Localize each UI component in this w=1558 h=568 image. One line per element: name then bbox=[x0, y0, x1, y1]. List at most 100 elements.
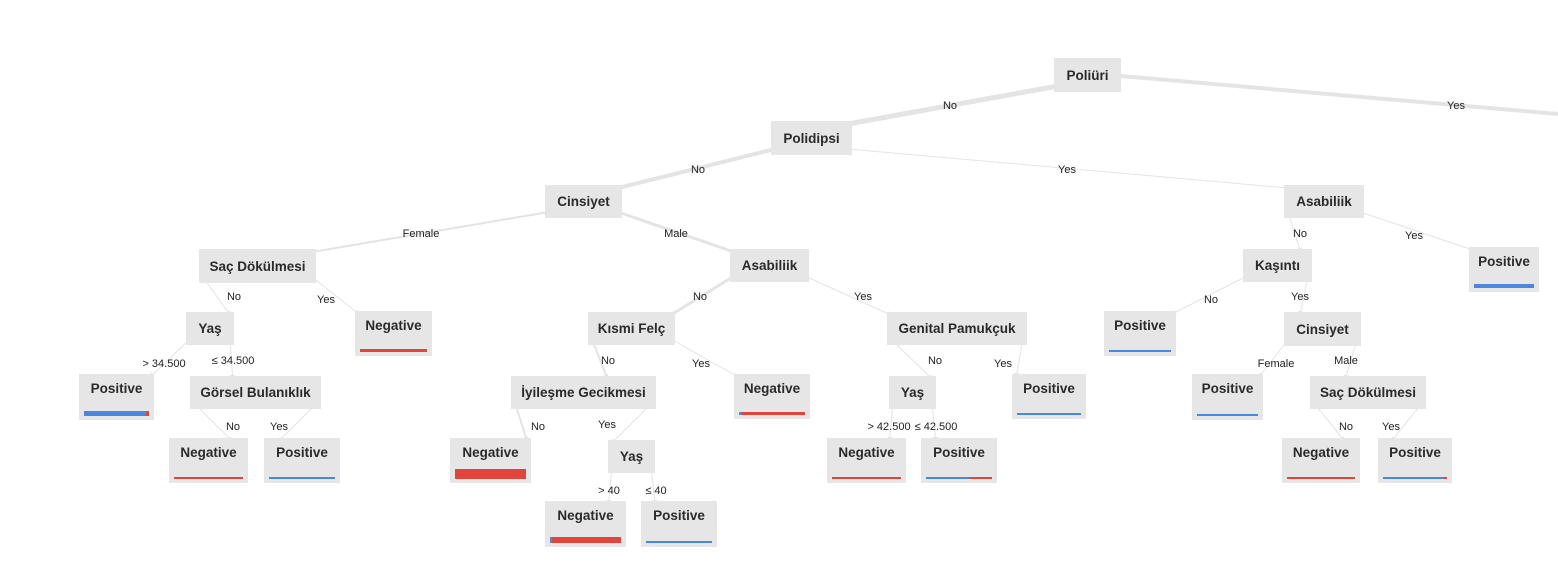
edge-label-e14: Yes bbox=[317, 294, 335, 306]
edge-label-e17: > 34.500 bbox=[142, 358, 186, 370]
class-distribution-bar bbox=[1109, 350, 1171, 352]
node-label: Asabiliik bbox=[1296, 194, 1352, 209]
bar-positive-share bbox=[926, 477, 969, 479]
split-node-n19[interactable]: Yaş bbox=[889, 376, 936, 409]
edge-label-e2: Yes bbox=[1447, 100, 1465, 112]
split-node-n26[interactable]: Yaş bbox=[608, 440, 655, 473]
node-label: Görsel Bulanıklık bbox=[200, 385, 311, 400]
edge-e28 bbox=[931, 402, 938, 442]
bar-negative-share bbox=[1443, 477, 1447, 479]
split-node-n7[interactable]: Asabiliik bbox=[730, 249, 809, 282]
edge-e17 bbox=[149, 338, 191, 378]
leaf-node-n23[interactable]: Negative bbox=[169, 438, 248, 483]
edge-e14 bbox=[311, 276, 360, 315]
node-label: Negative bbox=[180, 445, 237, 460]
edge-label-e19: No bbox=[927, 355, 943, 367]
leaf-node-n31[interactable]: Negative bbox=[545, 501, 626, 547]
leaf-node-n27[interactable]: Negative bbox=[827, 438, 906, 483]
bar-negative-share bbox=[1287, 477, 1355, 479]
edge-label-e28: ≤ 42.500 bbox=[914, 421, 958, 433]
edge-e26 bbox=[611, 402, 653, 444]
class-distribution-bar bbox=[926, 477, 992, 479]
bar-positive-share bbox=[1383, 477, 1444, 479]
edge-e27 bbox=[887, 402, 894, 442]
bar-positive-share bbox=[269, 477, 335, 479]
split-node-n6[interactable]: Saç Dökülmesi bbox=[199, 249, 316, 283]
leaf-node-n5[interactable]: Positive bbox=[1469, 247, 1539, 292]
bar-positive-share bbox=[1474, 284, 1534, 288]
edge-e4 bbox=[847, 148, 1289, 191]
edge-label-e16: Yes bbox=[692, 358, 710, 370]
node-label: Yaş bbox=[900, 385, 925, 400]
leaf-node-n10[interactable]: Negative bbox=[355, 311, 432, 356]
node-label: Negative bbox=[1292, 445, 1350, 460]
edge-e2 bbox=[1120, 74, 1558, 116]
leaf-node-n13[interactable]: Positive bbox=[1104, 311, 1176, 356]
edge-e7 bbox=[1287, 211, 1302, 253]
bar-positive-share bbox=[1109, 350, 1171, 352]
node-label: Saç Dökülmesi bbox=[209, 258, 306, 274]
split-node-n4[interactable]: Asabiliik bbox=[1284, 185, 1364, 218]
bar-negative-share bbox=[832, 477, 901, 479]
node-label: Cinsiyet bbox=[1296, 321, 1349, 337]
edge-label-e6: Male bbox=[664, 228, 688, 240]
split-node-n22[interactable]: Saç Dökülmesi bbox=[1310, 376, 1426, 409]
leaf-node-n21[interactable]: Positive bbox=[1192, 374, 1263, 420]
leaf-node-n24[interactable]: Positive bbox=[264, 438, 340, 483]
edge-label-e8: Yes bbox=[1405, 230, 1423, 242]
split-node-n8[interactable]: Kaşıntı bbox=[1243, 249, 1312, 282]
node-label: Positive bbox=[933, 445, 985, 460]
node-label: Kısmi Felç bbox=[597, 321, 666, 336]
node-label: Cinsiyet bbox=[557, 194, 610, 209]
leaf-node-n15[interactable]: Positive bbox=[79, 374, 154, 420]
leaf-node-n20[interactable]: Positive bbox=[1012, 374, 1086, 419]
bar-positive-share bbox=[1017, 413, 1081, 415]
edge-label-e31: > 40 bbox=[598, 485, 620, 497]
edge-label-e11: No bbox=[1203, 294, 1219, 306]
edge-label-e21: Female bbox=[1257, 358, 1295, 370]
edge-label-e24: Yes bbox=[270, 421, 288, 433]
bar-negative-share bbox=[145, 411, 149, 416]
edge-label-e3: No bbox=[690, 164, 706, 176]
leaf-node-n18[interactable]: Negative bbox=[734, 374, 810, 419]
edge-e8 bbox=[1359, 211, 1474, 252]
node-label: Positive bbox=[276, 445, 328, 460]
split-node-n11[interactable]: Kısmi Felç bbox=[588, 312, 675, 345]
split-node-n16[interactable]: Görsel Bulanıklık bbox=[190, 376, 321, 409]
split-node-n17[interactable]: İyileşme Gecikmesi bbox=[511, 376, 656, 409]
node-label: Positive bbox=[1478, 254, 1530, 269]
node-label: Negative bbox=[462, 445, 519, 460]
edge-label-e29: No bbox=[1338, 421, 1354, 433]
split-node-n9[interactable]: Yaş bbox=[186, 312, 234, 345]
edge-e13 bbox=[202, 276, 231, 316]
leaf-node-n29[interactable]: Negative bbox=[1282, 438, 1360, 483]
bar-negative-share bbox=[968, 477, 992, 479]
class-distribution-bar bbox=[646, 541, 712, 543]
split-node-n1[interactable]: Poliüri bbox=[1054, 58, 1121, 92]
class-distribution-bar bbox=[1474, 284, 1534, 288]
leaf-node-n30[interactable]: Positive bbox=[1378, 438, 1452, 483]
class-distribution-bar bbox=[832, 477, 901, 479]
edge-e29 bbox=[1313, 402, 1346, 442]
node-label: Poliüri bbox=[1066, 67, 1109, 83]
edge-e20 bbox=[1014, 338, 1024, 378]
split-node-n3[interactable]: Cinsiyet bbox=[545, 185, 622, 218]
edge-label-e18: ≤ 34.500 bbox=[211, 355, 255, 367]
edge-e5 bbox=[311, 211, 550, 254]
node-label: Yaş bbox=[619, 449, 644, 464]
split-node-n12[interactable]: Genital Pamukçuk bbox=[887, 312, 1027, 345]
edge-e18 bbox=[229, 338, 235, 380]
split-node-n14[interactable]: Cinsiyet bbox=[1284, 312, 1361, 346]
split-node-n2[interactable]: Polidipsi bbox=[771, 121, 852, 155]
edge-e15 bbox=[591, 338, 609, 380]
leaf-node-n25[interactable]: Negative bbox=[450, 438, 531, 483]
edge-e31 bbox=[606, 466, 613, 505]
node-label: Positive bbox=[90, 381, 143, 396]
node-label: Kaşıntı bbox=[1254, 258, 1300, 273]
node-label: Negative bbox=[365, 318, 422, 333]
class-distribution-bar bbox=[1197, 414, 1258, 416]
leaf-node-n28[interactable]: Positive bbox=[921, 438, 997, 483]
edge-e19 bbox=[890, 338, 933, 380]
class-distribution-bar bbox=[1287, 477, 1355, 479]
leaf-node-n32[interactable]: Positive bbox=[641, 501, 717, 547]
